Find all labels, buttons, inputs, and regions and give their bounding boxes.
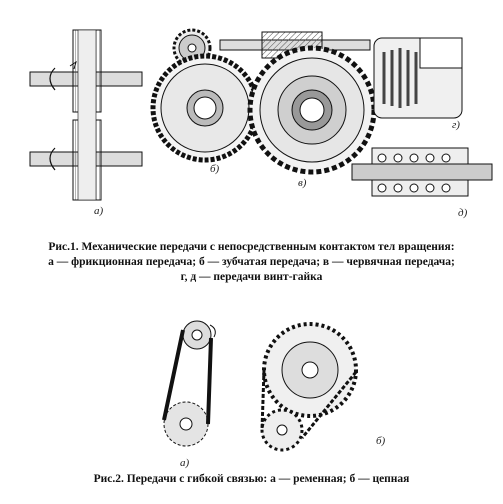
gear-drive-illustration — [150, 28, 260, 163]
friction-drive-illustration — [29, 29, 143, 201]
label-g: г) — [452, 119, 460, 131]
label-v: в) — [298, 177, 307, 189]
worm-drive-illustration — [219, 31, 377, 175]
belt-drive-illustration — [162, 320, 216, 447]
ball-screw-illustration — [351, 147, 493, 197]
label-b: б) — [210, 163, 220, 175]
label-d: д) — [458, 207, 468, 219]
figure2-caption-text: Рис.2. Передачи с гибкой связью: а — рем… — [93, 473, 410, 485]
figure2-caption: Рис.2. Передачи с гибкой связью: а — рем… — [0, 472, 503, 487]
figure1-caption: Рис.1. Механические передачи с непосредс… — [0, 240, 503, 285]
label-a: а) — [94, 205, 104, 217]
label-fig2-a: а) — [180, 457, 190, 469]
screw-nut-section-illustration — [373, 37, 463, 119]
figure1-caption-line1: Рис.1. Механические передачи с непосредс… — [48, 241, 455, 253]
label-fig2-b: б) — [376, 435, 386, 447]
figure1-caption-line3: г, д — передачи винт-гайка — [180, 271, 323, 283]
chain-drive-illustration — [260, 322, 358, 452]
figure1-caption-line2: а — фрикционная передача; б — зубчатая п… — [48, 256, 455, 268]
